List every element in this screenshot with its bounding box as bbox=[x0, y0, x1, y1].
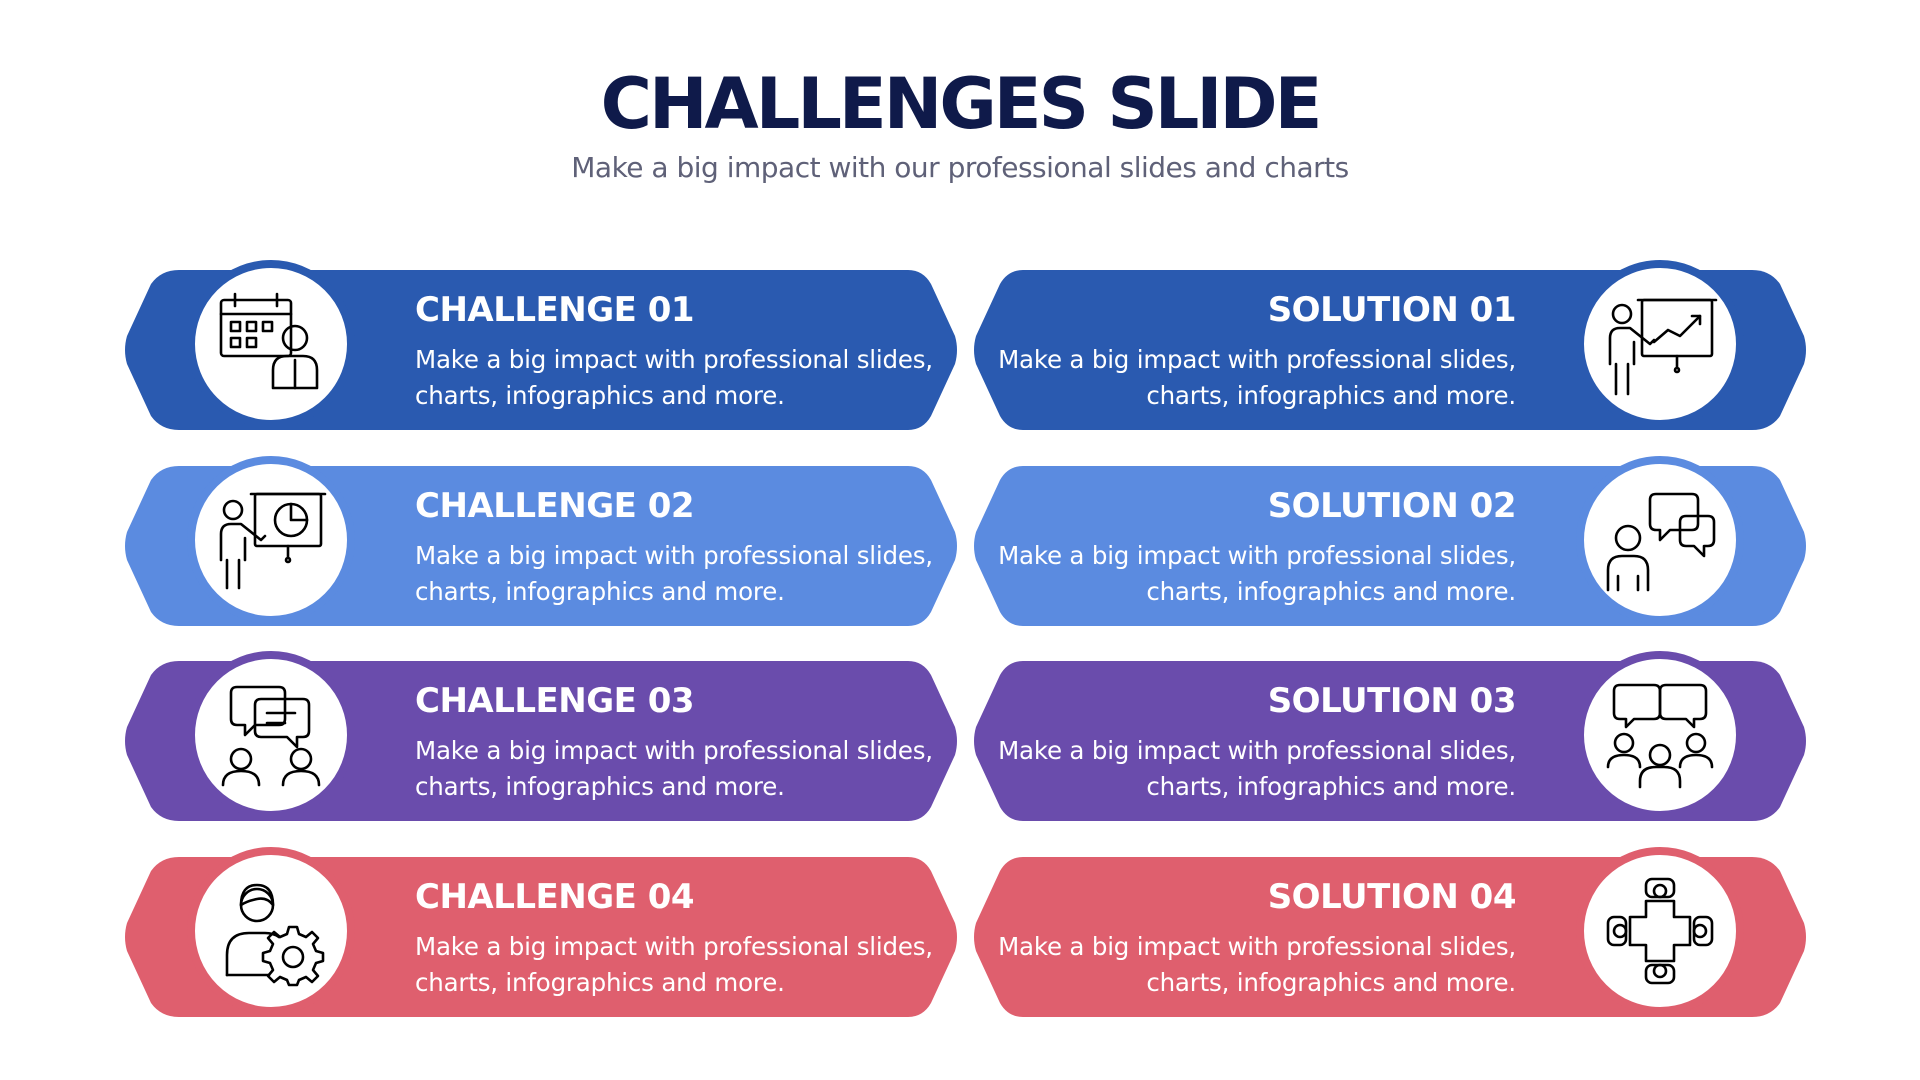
challenge-icon-circle bbox=[187, 456, 355, 624]
challenge-card: CHALLENGE 03 Make a big impact with prof… bbox=[123, 651, 958, 821]
solution-icon-circle bbox=[1576, 651, 1744, 819]
solution-heading: SOLUTION 01 bbox=[1267, 290, 1517, 330]
presenter-pie-chart-icon bbox=[219, 492, 327, 590]
slide-subtitle: Make a big impact with our professional … bbox=[571, 151, 1349, 184]
challenge-card: CHALLENGE 01 Make a big impact with prof… bbox=[123, 260, 958, 430]
solution-heading: SOLUTION 04 bbox=[1267, 877, 1517, 917]
people-chat-icon bbox=[221, 685, 321, 787]
solution-icon-circle bbox=[1576, 847, 1744, 1015]
solution-card: SOLUTION 03 Make a big impact with profe… bbox=[973, 651, 1808, 821]
person-gear-icon bbox=[225, 883, 325, 987]
solution-card: SOLUTION 02 Make a big impact with profe… bbox=[973, 456, 1808, 626]
solution-heading: SOLUTION 03 bbox=[1267, 681, 1517, 721]
challenge-body: Make a big impact with professional slid… bbox=[415, 345, 933, 410]
solution-card: SOLUTION 04 Make a big impact with profe… bbox=[973, 847, 1808, 1017]
challenge-body: Make a big impact with professional slid… bbox=[415, 541, 933, 606]
solution-card: SOLUTION 01 Make a big impact with profe… bbox=[973, 260, 1808, 430]
solution-heading: SOLUTION 02 bbox=[1267, 486, 1517, 526]
challenge-icon-circle bbox=[187, 260, 355, 428]
solution-body: Make a big impact with professional slid… bbox=[998, 932, 1516, 997]
challenge-heading: CHALLENGE 02 bbox=[415, 486, 695, 526]
challenge-icon-circle bbox=[187, 651, 355, 819]
challenge-heading: CHALLENGE 04 bbox=[415, 877, 695, 917]
challenge-icon-circle bbox=[187, 847, 355, 1015]
team-discussion-icon bbox=[1606, 683, 1714, 789]
slide-title: CHALLENGES SLIDE bbox=[600, 63, 1323, 145]
challenge-body: Make a big impact with professional slid… bbox=[415, 932, 933, 997]
challenge-card: CHALLENGE 04 Make a big impact with prof… bbox=[123, 847, 958, 1017]
challenge-body: Make a big impact with professional slid… bbox=[415, 736, 933, 801]
challenge-card: CHALLENGE 02 Make a big impact with prof… bbox=[123, 456, 958, 626]
solution-body: Make a big impact with professional slid… bbox=[998, 736, 1516, 801]
solution-body: Make a big impact with professional slid… bbox=[998, 541, 1516, 606]
challenge-heading: CHALLENGE 01 bbox=[415, 290, 695, 330]
solution-icon-circle bbox=[1576, 456, 1744, 624]
solution-body: Make a big impact with professional slid… bbox=[998, 345, 1516, 410]
calendar-person-icon bbox=[219, 292, 319, 390]
person-speech-bubbles-icon bbox=[1606, 492, 1716, 592]
challenge-heading: CHALLENGE 03 bbox=[415, 681, 695, 721]
presenter-growth-chart-icon bbox=[1608, 298, 1718, 396]
meeting-table-icon bbox=[1606, 877, 1714, 985]
solution-icon-circle bbox=[1576, 260, 1744, 428]
